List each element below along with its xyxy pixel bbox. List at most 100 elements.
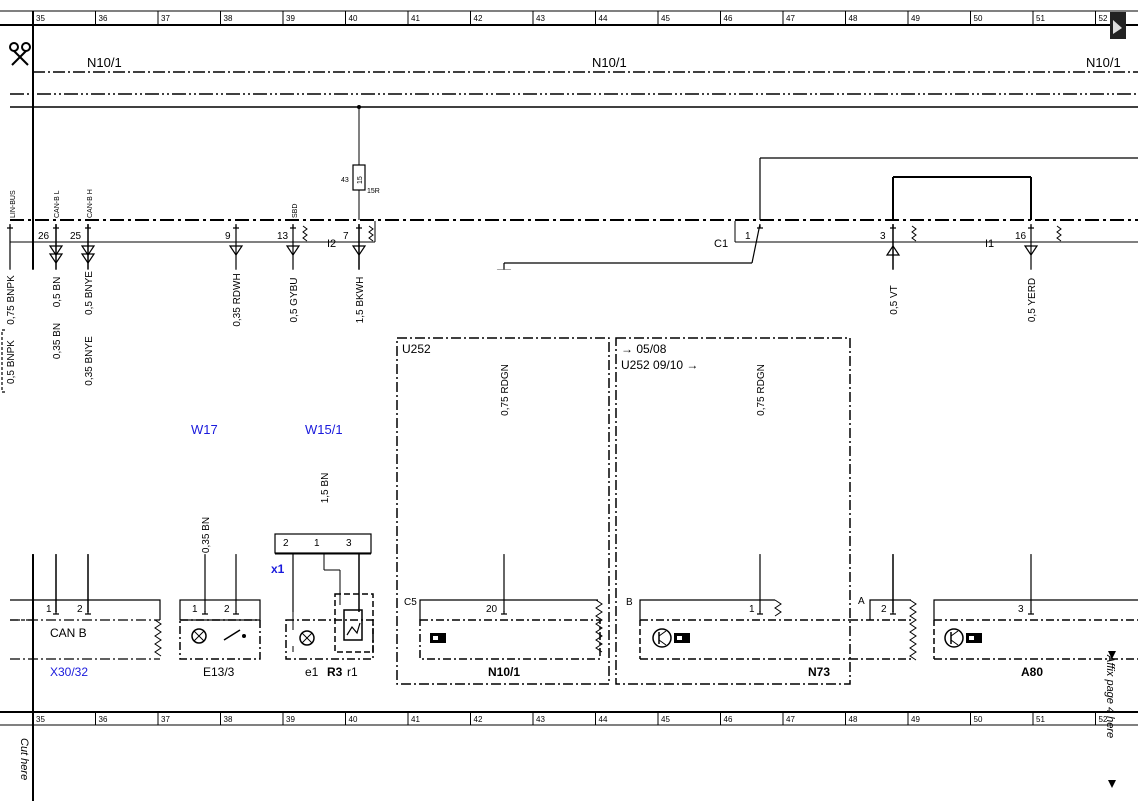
ruler-column-label: 48: [849, 14, 858, 23]
n101-conn: C5: [404, 597, 417, 608]
component-n73: B 1 N73: [626, 597, 850, 679]
ruler-column-label: 39: [286, 715, 295, 724]
pin-socket: [202, 611, 208, 615]
wire-label-bg: [755, 363, 768, 417]
n101-pin: 20: [486, 604, 498, 615]
top-label-left: N10/1: [87, 55, 122, 70]
x3032-pin-2: 2: [77, 604, 83, 615]
r3-r1: r1: [347, 665, 358, 679]
pin-socket: [1028, 611, 1034, 615]
wire-label-bg: [51, 275, 64, 309]
component-n101: C5 20 N10/1: [404, 597, 603, 679]
wire-label-26b: 0,35 BN: [52, 323, 63, 359]
wire-ref-w151: W15/1: [305, 422, 343, 437]
ruler-column-label: 45: [661, 715, 670, 724]
arrow-down-icon: [1108, 780, 1116, 788]
ruler-column-label: 48: [849, 715, 858, 724]
ruler-column-label: 35: [36, 14, 45, 23]
ruler-column-label: 38: [224, 715, 233, 724]
e133-pin-1: 1: [192, 604, 198, 615]
connector-x1: 2 1 3 x1: [271, 533, 372, 576]
wire-label-bg: [319, 471, 332, 505]
pin-label-lin: LIN-BUS: [10, 190, 17, 218]
ruler-column-label: 50: [974, 715, 983, 724]
pin-socket: [85, 225, 91, 229]
e133-name: E13/3: [203, 665, 235, 679]
ruler-column-label: 41: [411, 14, 420, 23]
wire-label-bg: [354, 275, 367, 325]
wire-label-bg: [288, 276, 301, 324]
wire-arrow: [1023, 245, 1039, 257]
n73-pin: 1: [749, 604, 755, 615]
ruler-column-label: 43: [536, 715, 545, 724]
wire-label-u252: 0,75 RDGN: [500, 364, 511, 416]
component-a80: 3 A80: [933, 599, 1138, 679]
ruler-column-label: 37: [161, 715, 170, 724]
pin-socket: [7, 225, 13, 229]
n73-name: N73: [808, 665, 830, 679]
ruler-column-label: 44: [599, 14, 608, 23]
ruler-column-label: 42: [474, 14, 483, 23]
pin-label-sbd: SBD: [292, 204, 299, 218]
wire-label-7: 1,5 BKWH: [355, 277, 366, 324]
ruler-column-label: 47: [786, 14, 795, 23]
ruler-column-label: 49: [911, 14, 920, 23]
ruler-column-label: 51: [1036, 715, 1045, 724]
ruler-column-label: 42: [474, 715, 483, 724]
wire-arrow: [885, 244, 901, 256]
lamp-icon: [299, 630, 315, 646]
left-connector-block: [10, 221, 1138, 243]
ruler-column-label: 43: [536, 14, 545, 23]
pin-socket: [233, 225, 239, 229]
shield-mark: [368, 225, 374, 242]
module-u252-b-from: → 05/08: [621, 342, 667, 356]
component-a-conn: A 2: [850, 596, 917, 661]
heater-resistor-icon: [343, 609, 363, 641]
ruler-column-label: 44: [599, 715, 608, 724]
wire-label-bg: [5, 273, 18, 326]
arrow-down-icon: [1108, 651, 1116, 659]
wire-arrow: [228, 245, 244, 257]
a80-pin: 3: [1018, 604, 1024, 615]
ruler-column-label: 39: [286, 14, 295, 23]
pin-socket: [757, 225, 763, 229]
pin-socket: [890, 611, 896, 615]
r3-e1: e1: [305, 665, 319, 679]
n73-conn: B: [626, 597, 633, 608]
scissors-icon: [9, 42, 31, 66]
shield-mark: [1056, 225, 1062, 242]
wire-label-25: 0,5 BNYE: [84, 271, 95, 315]
switch-icon: [223, 629, 246, 641]
ruler-column-label: 40: [349, 14, 358, 23]
pin-socket: [290, 225, 296, 229]
ruler-column-label: 36: [99, 14, 108, 23]
wire-label-9: 0,35 RDWH: [232, 273, 243, 326]
pin-socket: [890, 225, 896, 229]
wire-label-bg: [5, 269, 1039, 555]
pin-7: 7: [343, 231, 349, 242]
ruler-column-label: 51: [1036, 14, 1045, 23]
module-u252-b-label: U252 09/10 →: [621, 358, 698, 372]
x1-label: x1: [271, 562, 285, 576]
top-label-center: N10/1: [592, 55, 627, 70]
ruler-column-label: 46: [724, 715, 733, 724]
ruler-column-label: 37: [161, 14, 170, 23]
pin-socket: [501, 611, 507, 615]
wire-label-left2: 0,5 BNPK: [6, 340, 17, 384]
pin-socket: [757, 611, 763, 615]
x3032-text: CAN B: [50, 626, 87, 640]
wire-arrow: [80, 245, 96, 257]
conn-group-i2: I2: [327, 238, 336, 250]
ruler-column-label: 36: [99, 715, 108, 724]
module-u252-b: [615, 337, 851, 685]
pin-socket: [233, 611, 239, 615]
top-label-right: N10/1: [1086, 55, 1121, 70]
wire-label-25b: 0,35 BNYE: [84, 336, 95, 386]
module-u252-a: [396, 337, 610, 685]
fuse: 43 15 15R: [341, 105, 380, 220]
pin-3: 3: [880, 231, 886, 242]
wire-label-bg: [499, 363, 512, 417]
ruler-column-label: 38: [224, 14, 233, 23]
a-pin: 2: [881, 604, 887, 615]
